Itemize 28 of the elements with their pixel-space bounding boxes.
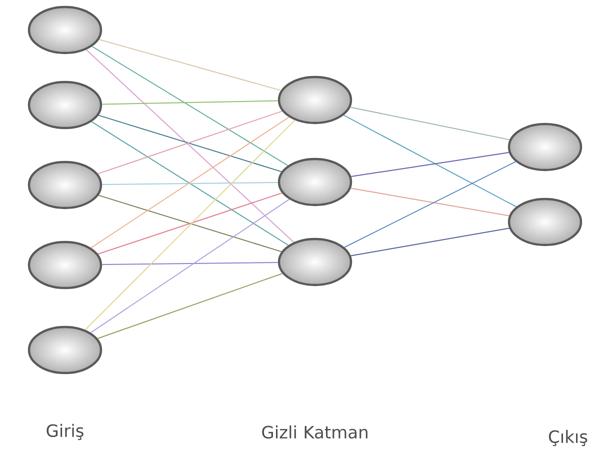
neuron-circle <box>278 238 352 286</box>
connection-line <box>102 262 278 266</box>
connection-line <box>84 120 296 330</box>
connection-line <box>86 49 294 243</box>
connection-line <box>350 106 510 140</box>
connection-line <box>98 39 282 91</box>
neuron-circle <box>278 76 352 124</box>
connection-line <box>102 182 278 186</box>
layer-label: Gizli Katman <box>262 425 368 439</box>
connection-line <box>350 228 510 256</box>
neuron-circle <box>278 158 352 206</box>
connection-line <box>344 161 516 248</box>
neuron-circle <box>508 198 582 246</box>
neuron-circle <box>28 160 102 210</box>
layer-label: Giriş <box>46 424 84 440</box>
connection-line <box>102 100 278 105</box>
neuron-circle <box>28 240 102 290</box>
connection-line <box>92 46 288 166</box>
connection-line <box>350 188 510 216</box>
neuron-circle <box>28 80 102 130</box>
neuron-circle <box>28 6 102 54</box>
neuron-circle <box>508 122 582 172</box>
neuron-circle <box>28 326 102 374</box>
connection-line <box>90 198 290 334</box>
connection-line <box>350 152 510 177</box>
layer-label: Çıkış <box>548 430 588 446</box>
connection-line <box>343 114 517 208</box>
connection-line <box>97 272 283 340</box>
